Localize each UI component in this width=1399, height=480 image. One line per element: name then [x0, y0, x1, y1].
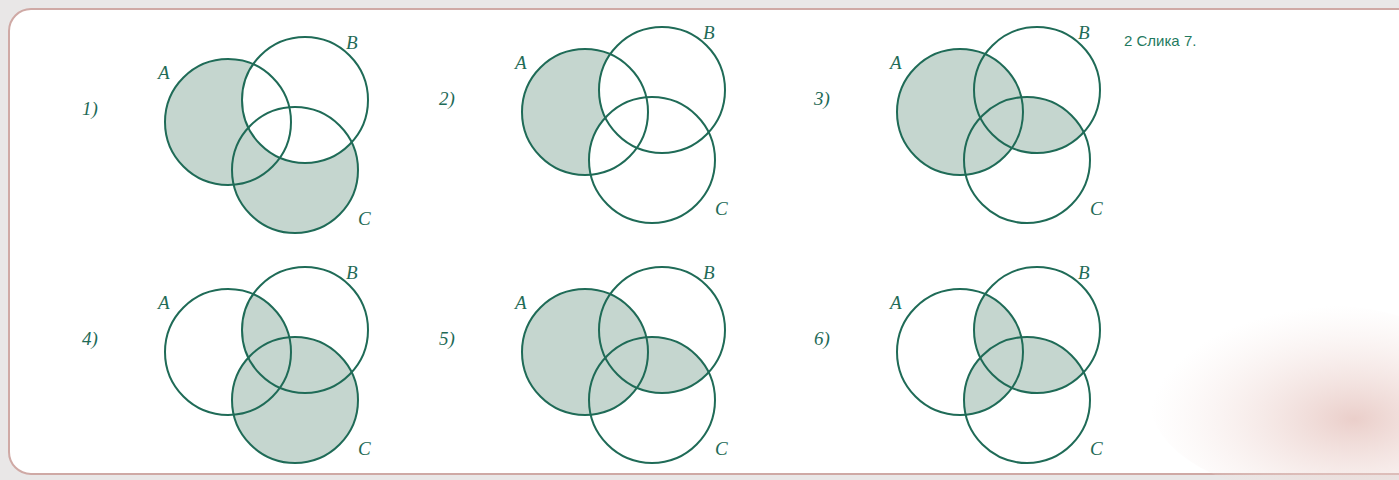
- set-label: A: [515, 293, 527, 312]
- set-label: C: [358, 439, 371, 458]
- set-label: B: [346, 263, 358, 282]
- set-label: C: [715, 199, 728, 218]
- figure-number: 5): [439, 329, 455, 348]
- set-label: B: [1078, 263, 1090, 282]
- figure-number: 3): [814, 89, 830, 108]
- set-label: A: [158, 63, 170, 82]
- set-label: A: [158, 293, 170, 312]
- set-label: C: [1090, 439, 1103, 458]
- set-label: B: [703, 23, 715, 42]
- figure-number: 6): [814, 329, 830, 348]
- set-label: C: [358, 209, 371, 228]
- set-label: B: [703, 263, 715, 282]
- set-label: B: [346, 33, 358, 52]
- set-label: B: [1078, 23, 1090, 42]
- set-label: A: [890, 53, 902, 72]
- figure-number: 1): [82, 99, 98, 118]
- set-label: C: [1090, 199, 1103, 218]
- set-label: A: [890, 293, 902, 312]
- set-label: A: [515, 53, 527, 72]
- figure-number: 2): [439, 89, 455, 108]
- figure-caption: 2 Слика 7.: [1124, 33, 1196, 48]
- set-label: C: [715, 439, 728, 458]
- figure-number: 4): [82, 329, 98, 348]
